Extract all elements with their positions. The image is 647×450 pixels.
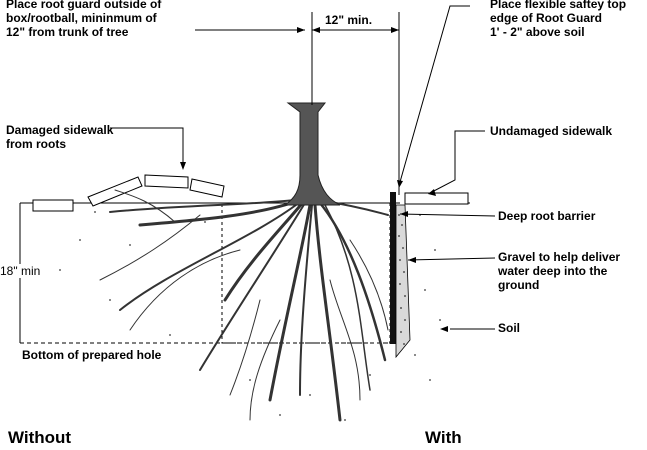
label-gravel: Gravel to help deliver water deep into t… <box>498 250 621 292</box>
label-undamaged-sidewalk: Undamaged sidewalk <box>490 124 613 138</box>
label-with: With <box>425 428 462 447</box>
undamaged-sidewalk <box>404 192 469 205</box>
deep-root-barrier <box>390 192 396 344</box>
label-place-root-guard: Place root guard outside of box/rootball… <box>6 0 162 39</box>
label-without: Without <box>8 428 72 447</box>
gravel-layer <box>395 204 411 359</box>
label-twelve-min: 12" min. <box>325 13 373 27</box>
damaged-sidewalk <box>32 174 225 212</box>
label-soil: Soil <box>498 321 521 335</box>
label-place-flexible: Place flexible saftey top edge of Root G… <box>490 0 627 39</box>
label-deep-root-barrier: Deep root barrier <box>498 209 596 223</box>
label-eighteen-min: 18" min <box>0 264 43 278</box>
soil-texture <box>59 211 441 421</box>
label-damaged-sidewalk: Damaged sidewalk from roots <box>6 123 114 151</box>
leader-lines <box>110 5 496 330</box>
arrow-heads <box>180 27 448 332</box>
label-bottom-hole: Bottom of prepared hole <box>22 348 162 362</box>
tree-trunk <box>283 102 341 206</box>
tree-roots <box>99 189 389 422</box>
